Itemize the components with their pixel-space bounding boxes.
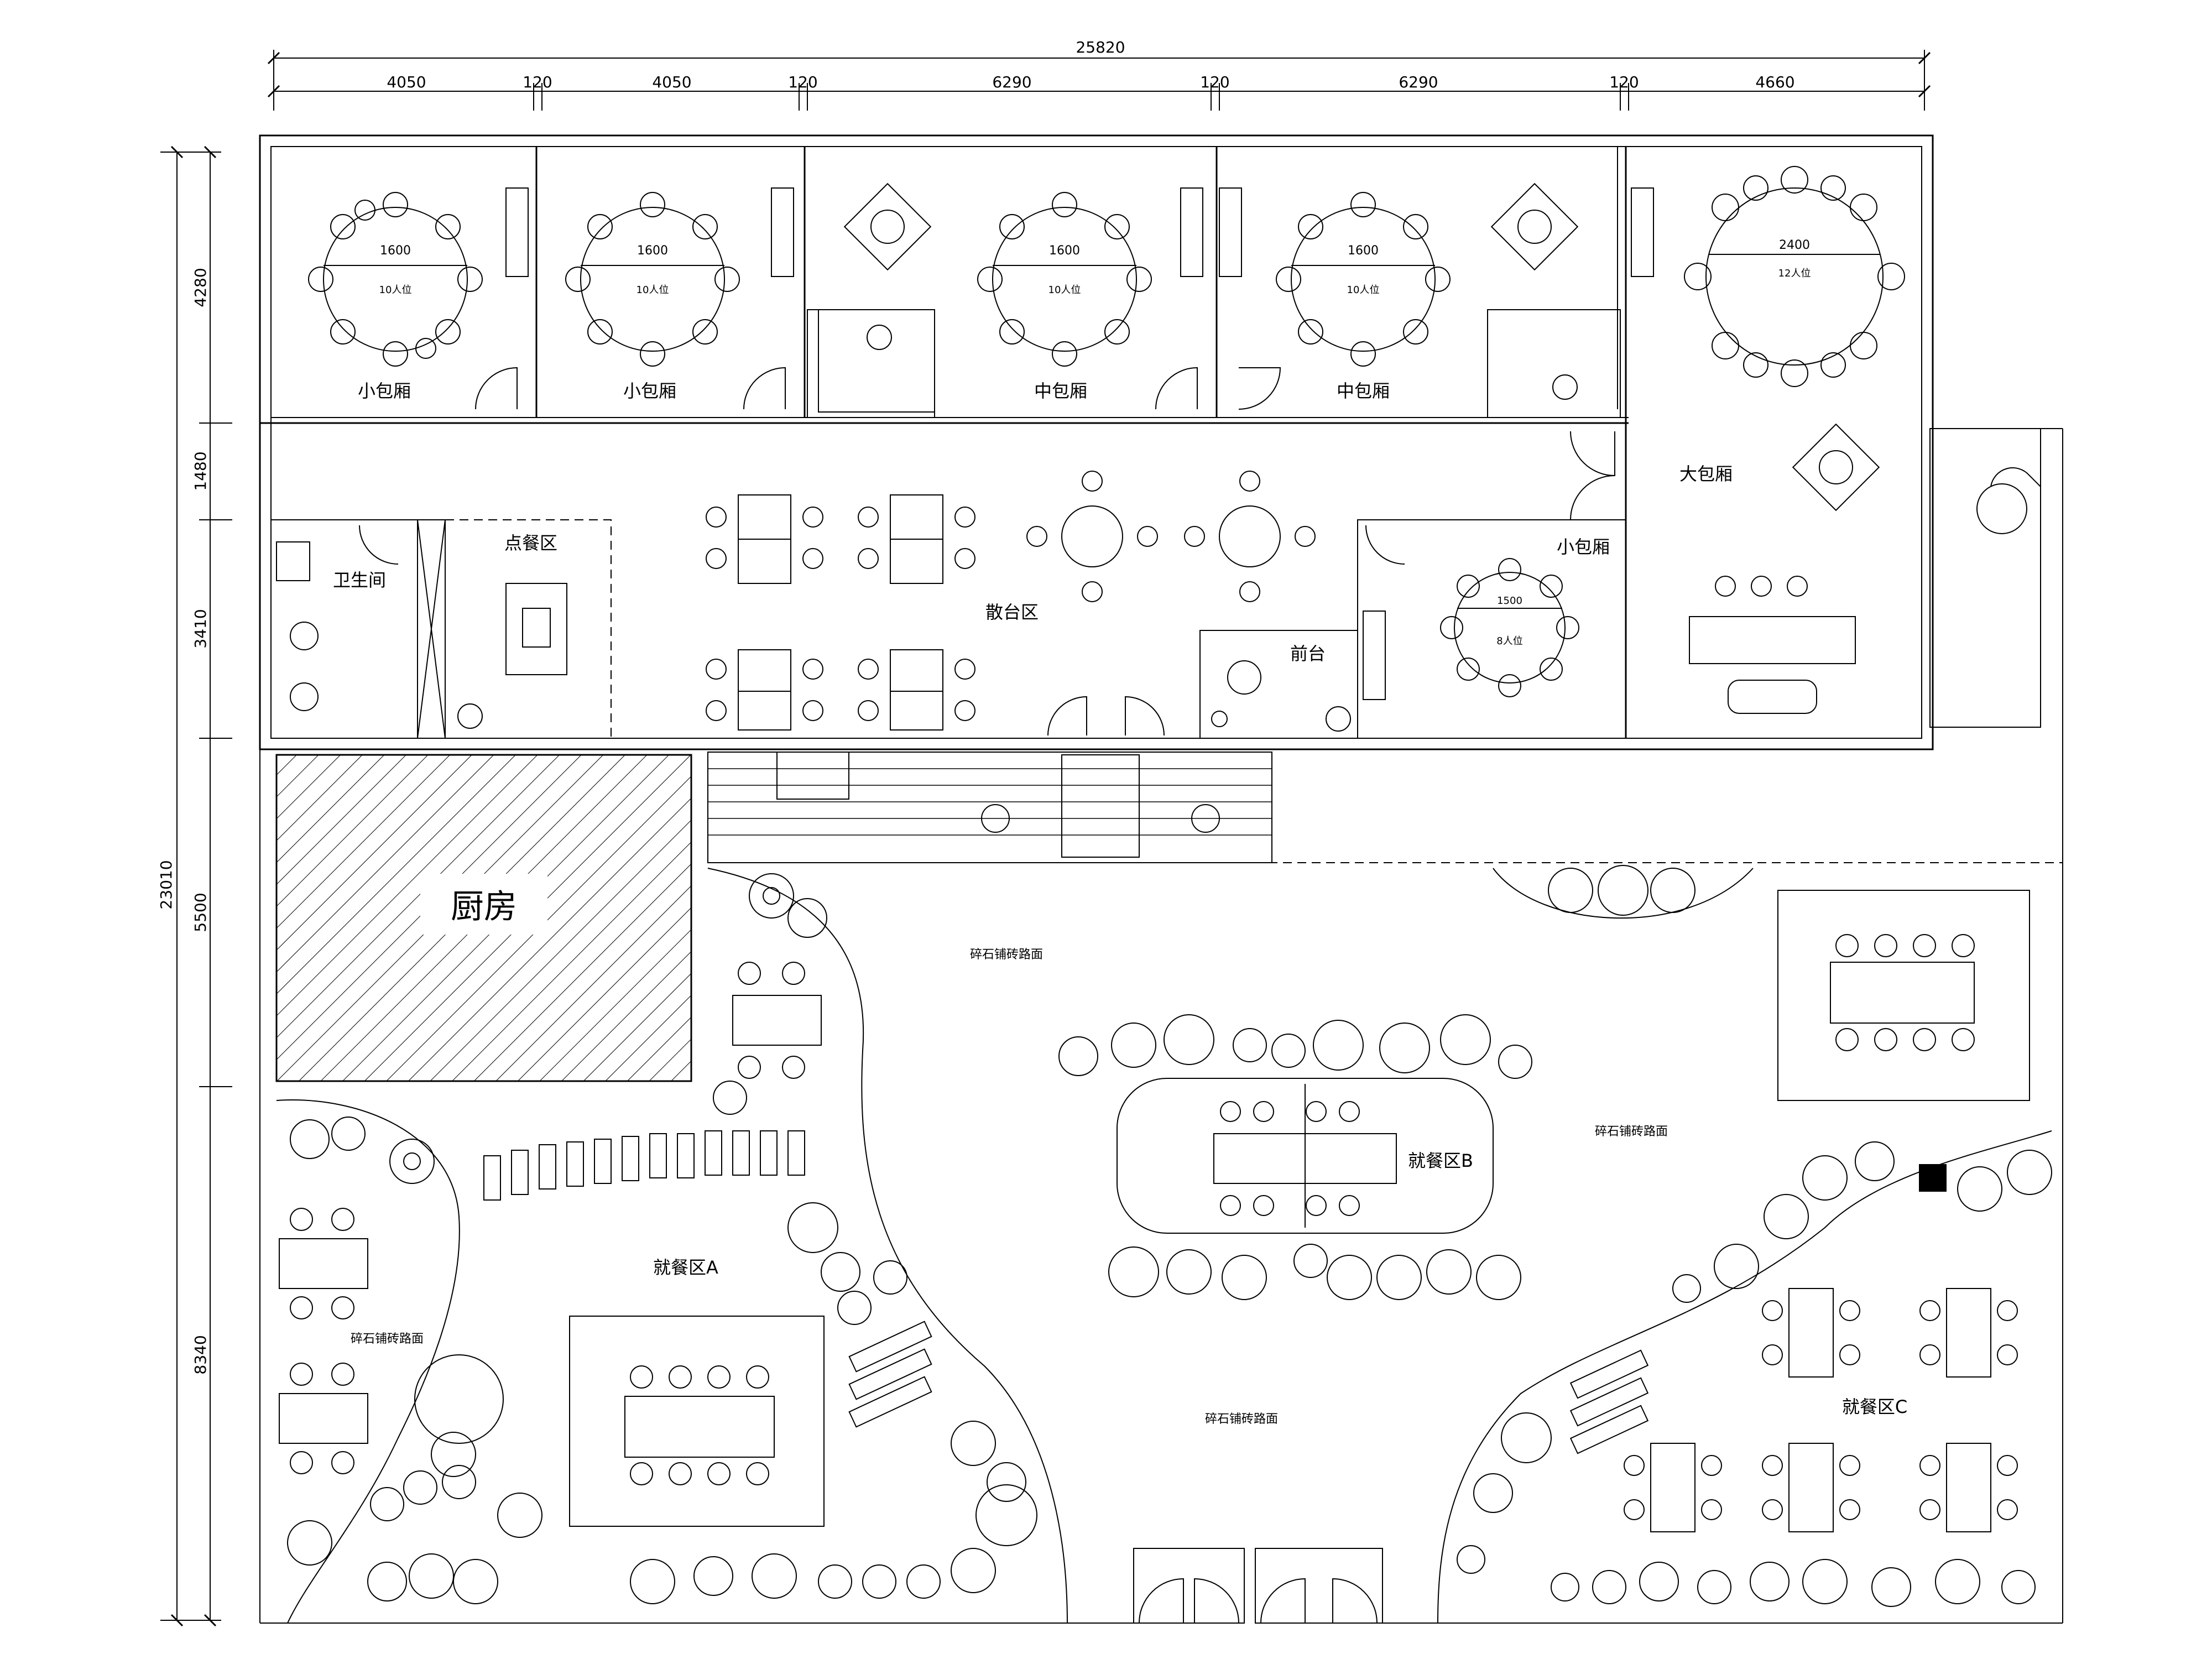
open-seating: 散台区	[706, 471, 1316, 731]
room-label: 中包厢	[1337, 380, 1390, 401]
dim-top-1: 4050	[387, 73, 426, 91]
table-size-label: 1500	[1497, 595, 1522, 607]
dim-top-7: 6290	[1399, 73, 1438, 91]
table-size-label: 1600	[637, 244, 668, 258]
room-label: 大包厢	[1679, 463, 1733, 484]
outdoor-dining-b: 就餐区B	[1117, 1078, 1494, 1234]
seat-count-label: 10人位	[637, 284, 669, 296]
room-small-private-2: 1600 10人位 小包厢	[565, 187, 794, 401]
dim-left-2: 1480	[191, 451, 210, 491]
room-label: 卫生间	[333, 570, 386, 591]
outdoor-dining-c: 就餐区C	[1569, 890, 2030, 1532]
paving-label: 碎石铺砖路面	[970, 948, 1043, 962]
room-label: 点餐区	[504, 533, 557, 554]
ordering-area: 点餐区	[457, 533, 567, 729]
area-label: 就餐区A	[653, 1257, 718, 1278]
room-small-private-1: 1600 10人位 小包厢	[308, 187, 529, 401]
dim-left-4: 5500	[191, 893, 210, 932]
seat-count-label: 10人位	[1347, 284, 1380, 296]
table-size-label: 1600	[1348, 244, 1379, 258]
seat-count-label: 8人位	[1496, 635, 1522, 647]
area-label: 就餐区B	[1408, 1150, 1473, 1171]
entrance-deck	[707, 752, 2063, 863]
plant-symbols	[287, 804, 2052, 1607]
dim-top-4: 120	[788, 73, 817, 91]
table-size-label: 1600	[1049, 244, 1080, 258]
reception: 前台	[1211, 643, 1351, 732]
dimension-lines: 25820 4050 120 4050 120 6290 120 6290 12…	[157, 38, 1931, 1627]
dim-top-2: 120	[523, 73, 552, 91]
dim-left-1: 4280	[191, 268, 210, 307]
room-medium-private-1: 1600 10人位 中包厢	[818, 182, 1203, 413]
dim-left-3: 3410	[191, 609, 210, 648]
room-label: 小包厢	[623, 380, 676, 401]
room-label: 前台	[1290, 643, 1326, 664]
area-label: 就餐区C	[1842, 1396, 1907, 1417]
dim-top-9: 4660	[1755, 73, 1794, 91]
outdoor-boundary	[259, 749, 2063, 1624]
seat-count-label: 12人位	[1778, 268, 1811, 279]
dim-top-5: 6290	[992, 73, 1031, 91]
dim-top-6: 120	[1200, 73, 1229, 91]
dim-total-height: 23010	[157, 860, 175, 909]
paving-label: 碎石铺砖路面	[351, 1332, 424, 1346]
paving-label: 碎石铺砖路面	[1205, 1412, 1278, 1426]
dim-total-width: 25820	[1076, 38, 1125, 56]
room-label: 小包厢	[358, 380, 411, 401]
room-large-private: 2400 12人位 大包厢	[1631, 166, 2041, 714]
paving-label: 碎石铺砖路面	[1595, 1125, 1668, 1139]
seat-count-label: 10人位	[1048, 284, 1081, 296]
table-size-label: 1600	[380, 244, 411, 258]
dim-top-8: 120	[1609, 73, 1639, 91]
building-walls	[259, 134, 2063, 1623]
outdoor-dining-a: 就餐区A	[279, 962, 932, 1527]
paving-labels: 碎石铺砖路面 碎石铺砖路面 碎石铺砖路面 碎石铺砖路面	[351, 948, 1668, 1426]
restroom: 卫生间	[276, 541, 386, 711]
room-small-private-3: 1500 8人位 小包厢	[1363, 536, 1610, 700]
room-label: 小包厢	[1557, 536, 1610, 557]
dim-left-5: 8340	[191, 1335, 210, 1374]
room-label: 中包厢	[1034, 380, 1087, 401]
room-medium-private-2: 1600 10人位 中包厢	[1219, 182, 1579, 401]
dim-top-3: 4050	[652, 73, 691, 91]
room-label: 散台区	[985, 602, 1039, 623]
kitchen: 厨房	[275, 754, 692, 1082]
table-size-label: 2400	[1779, 238, 1810, 252]
room-label: 厨房	[451, 888, 517, 926]
seat-count-label: 10人位	[379, 284, 412, 296]
